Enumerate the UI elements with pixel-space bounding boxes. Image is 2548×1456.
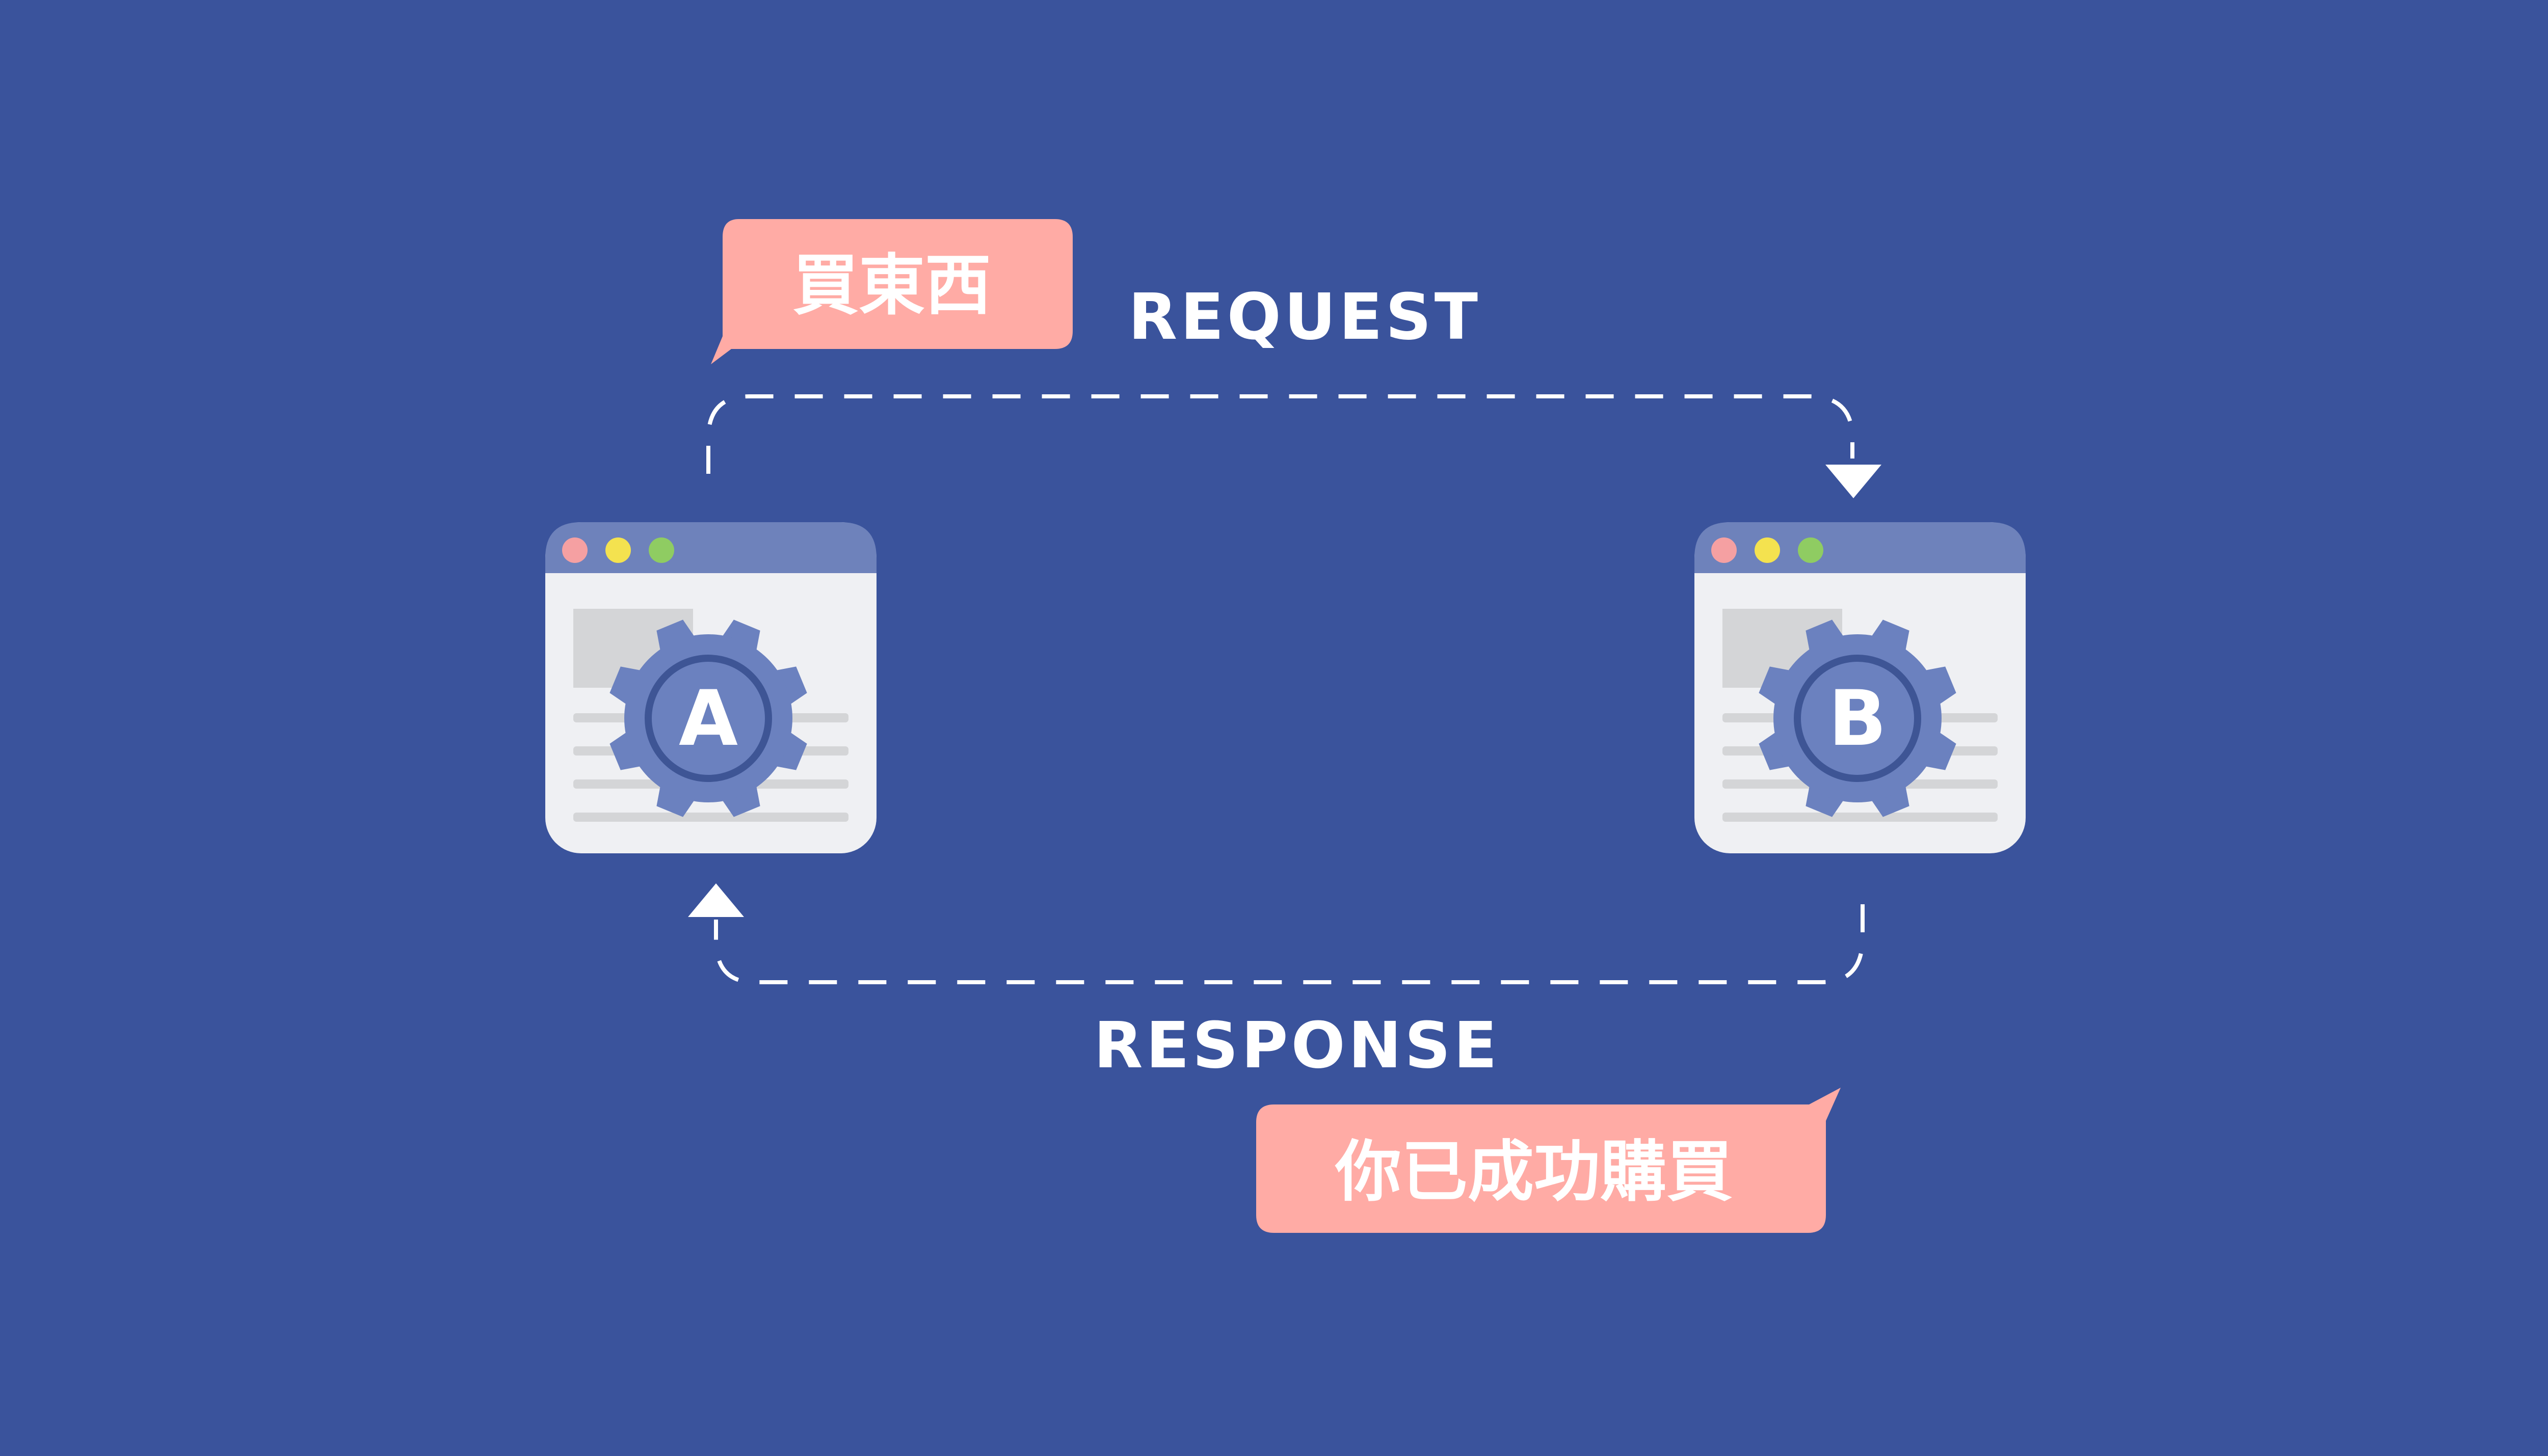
request-bubble-text: 買東西 xyxy=(792,247,991,324)
response-label: RESPONSE xyxy=(1094,1009,1500,1083)
request-label: REQUEST xyxy=(1128,280,1481,354)
response-arrowhead xyxy=(688,883,744,917)
request-speech-bubble: 買東西 xyxy=(711,219,1073,364)
request-arrow-path xyxy=(706,394,1854,474)
gear-icon: A xyxy=(607,617,809,819)
server-b-letter: B xyxy=(1828,675,1887,763)
server-window-a: A xyxy=(545,522,877,853)
response-arrow-path xyxy=(714,904,1865,984)
gear-icon: B xyxy=(1757,617,1958,819)
response-speech-bubble: 你已成功購買 xyxy=(1256,1088,1841,1233)
request-arrowhead xyxy=(1825,465,1881,498)
response-bubble-text: 你已成功購買 xyxy=(1335,1133,1733,1210)
server-window-b: B xyxy=(1694,522,2026,853)
server-a-letter: A xyxy=(679,675,738,763)
